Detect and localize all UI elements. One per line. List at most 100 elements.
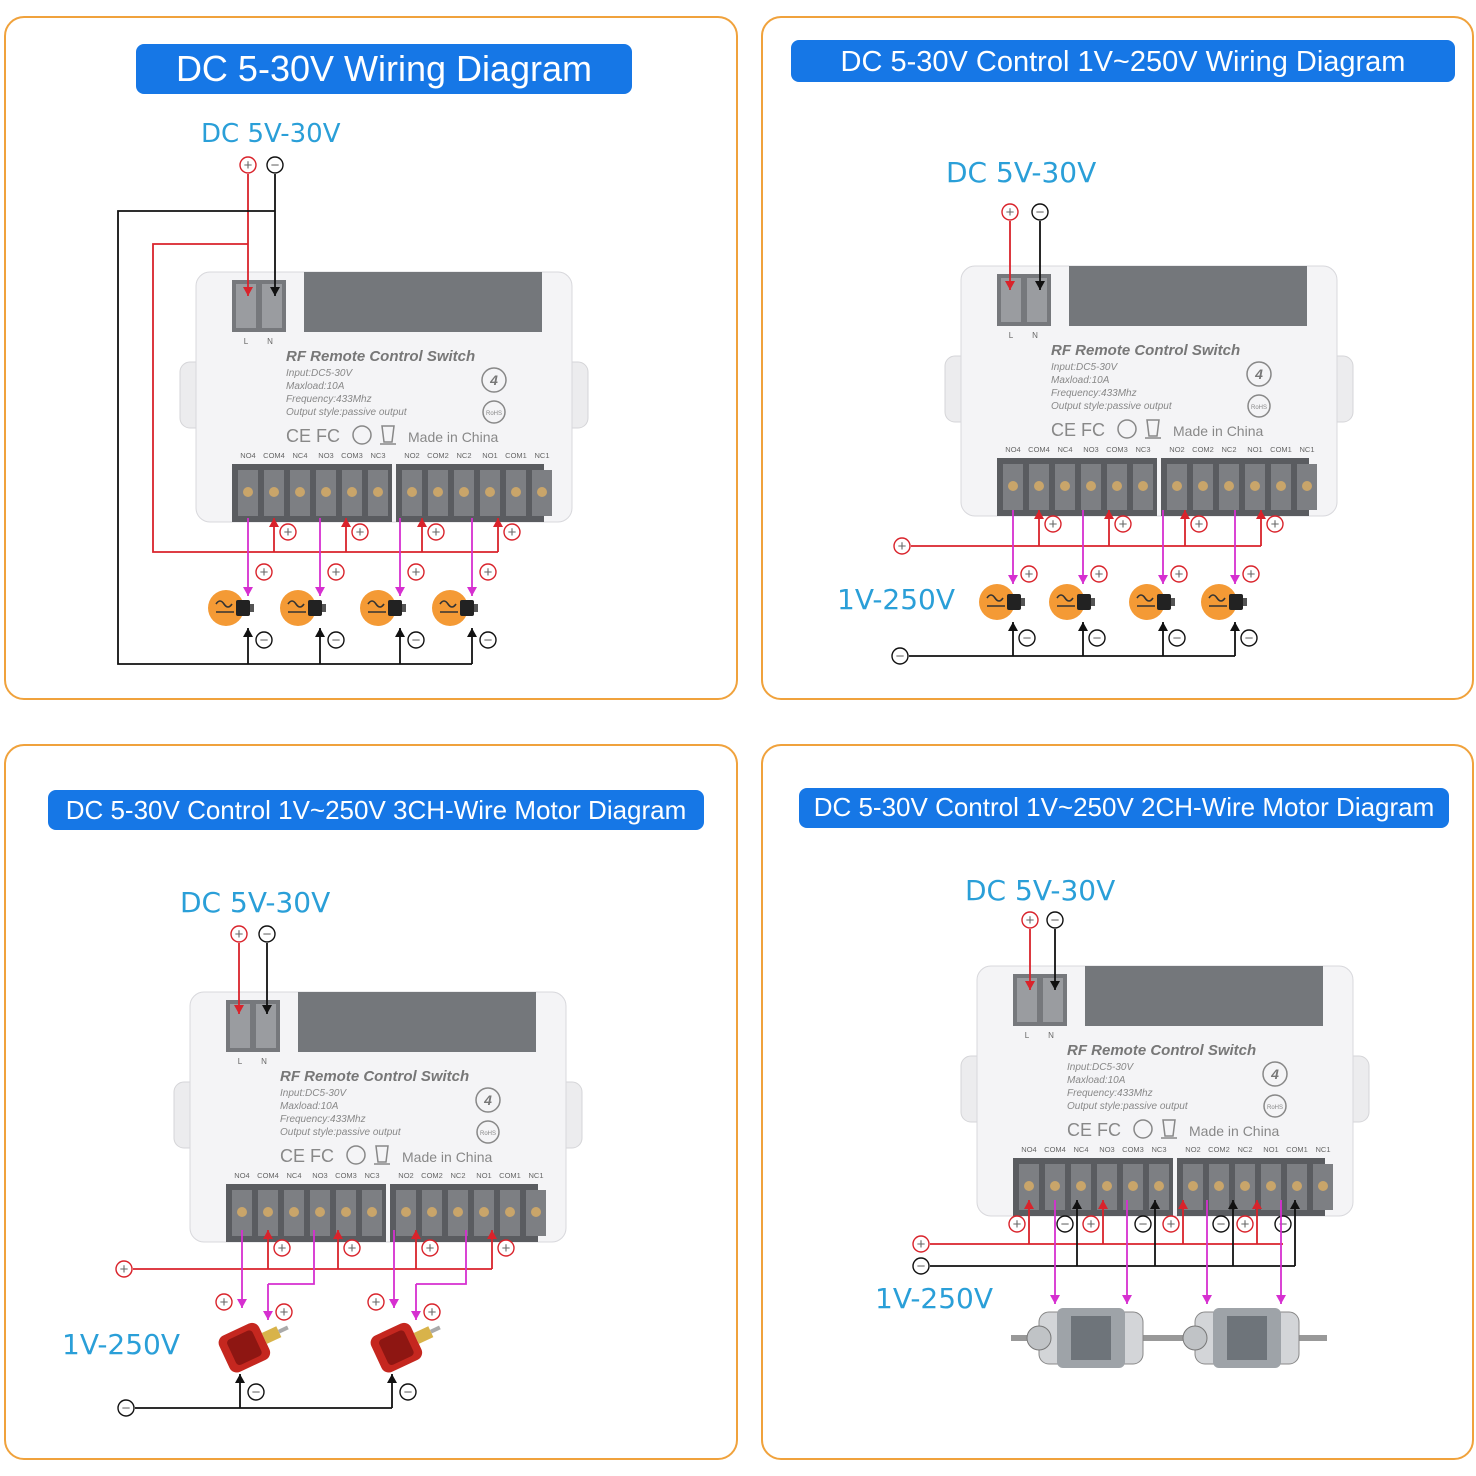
- com-feed-wire-head: [1180, 510, 1190, 519]
- bulb-glass: [432, 590, 468, 626]
- symbol-glyph: +: [280, 1304, 289, 1321]
- terminal-screw: [531, 1207, 541, 1217]
- terminal-label: NC2: [456, 451, 471, 460]
- bulb-socket: [1229, 594, 1243, 610]
- symbol-glyph: −: [1093, 630, 1102, 647]
- supply-negative-wire-head: [1035, 281, 1045, 290]
- load-return-wire-head: [395, 628, 405, 637]
- symbol-ring: [1018, 629, 1036, 647]
- plus-symbol: +: [1008, 1215, 1026, 1233]
- power-terminal-slot: [262, 284, 282, 328]
- bulb-socket: [388, 600, 402, 616]
- symbol-ring: [367, 1293, 385, 1311]
- terminal-label: NO4: [240, 451, 255, 460]
- symbol-glyph: +: [1025, 566, 1034, 583]
- terminal-label: NO1: [1247, 445, 1262, 454]
- recycle-icon: [1117, 419, 1137, 439]
- symbol-ring: [230, 925, 248, 943]
- com-feed-wire-head: [1104, 510, 1114, 519]
- panel-4-title: DC 5-30V Control 1V~250V 2CH-Wire Motor …: [814, 792, 1435, 822]
- module-spec: Maxload:10A: [1067, 1075, 1126, 1086]
- symbol-ring: [497, 1239, 515, 1257]
- symbol-glyph: −: [1245, 630, 1254, 647]
- symbol-ring: [1020, 565, 1038, 583]
- terminal-label: COM2: [427, 451, 449, 460]
- recycle-icon: [1133, 1119, 1153, 1139]
- symbol-glyph: +: [1247, 566, 1256, 583]
- terminal-screw: [505, 1207, 515, 1217]
- bulb-contact: [1243, 598, 1247, 606]
- symbol-glyph: +: [220, 1294, 229, 1311]
- symbol-glyph: +: [1049, 516, 1058, 533]
- load-return-wire-head: [1158, 622, 1168, 631]
- bulb-contact: [474, 604, 478, 612]
- symbol-glyph: +: [508, 524, 517, 541]
- terminal-screw: [1102, 1181, 1112, 1191]
- rohs-badge: [1247, 394, 1271, 418]
- symbol-ring: [117, 1399, 135, 1417]
- symbol-ring: [1170, 565, 1188, 583]
- plus-symbol: +: [1236, 1215, 1254, 1233]
- plus-symbol: +: [1170, 565, 1188, 583]
- panel-4-load-label: 1V-250V: [875, 1282, 993, 1315]
- load-return-wire-head: [243, 628, 253, 637]
- symbol-ring: [279, 523, 297, 541]
- panel-4-diagram: DC 5-30V Control 1V~250V 2CH-Wire Motor …: [799, 788, 1449, 1368]
- terminal-label: NC4: [292, 451, 307, 460]
- motor-return-wire-head: [235, 1374, 245, 1383]
- certification-marks: CE FC: [1051, 420, 1105, 440]
- panel-1-title: DC 5-30V Wiring Diagram: [176, 48, 592, 89]
- symbol-ring: [343, 1239, 361, 1257]
- symbol-ring: [1056, 1215, 1074, 1233]
- terminal-label: NC4: [286, 1171, 301, 1180]
- channel-count-badge: [475, 1087, 501, 1113]
- made-in-text: Made in China: [402, 1149, 492, 1165]
- symbol-ring: [351, 523, 369, 541]
- panel-3-diagram: DC 5-30V Control 1V~250V 3CH-Wire Motor …: [48, 790, 704, 1417]
- minus-symbol: −: [1088, 629, 1106, 647]
- symbol-ring: [407, 563, 425, 581]
- terminal-screw: [1266, 1181, 1276, 1191]
- symbol-ring: [115, 1260, 133, 1278]
- symbol-ring: [1162, 1215, 1180, 1233]
- panel-3-supply-label: DC 5V-30V: [180, 886, 330, 919]
- symbol-ring: [1266, 515, 1284, 533]
- minus-symbol: −: [912, 1257, 930, 1275]
- symbol-glyph: +: [426, 1240, 435, 1257]
- panel-3ch-motor: DC 5-30V Control 1V~250V 3CH-Wire Motor …: [4, 744, 738, 1460]
- plus-symbol: +: [230, 925, 248, 943]
- bulb-contact: [1171, 598, 1175, 606]
- module-spec: Maxload:10A: [280, 1101, 339, 1112]
- minus-symbol: −: [1212, 1215, 1230, 1233]
- bulb-glass: [1049, 584, 1085, 620]
- terminal-screw: [1250, 481, 1260, 491]
- com-feed-wire-head: [263, 1230, 273, 1239]
- plus-symbol: +: [1082, 1215, 1100, 1233]
- rohs-badge: [1263, 1094, 1287, 1118]
- bulb-contact: [1091, 598, 1095, 606]
- motor-shaft-collar: [261, 1326, 282, 1344]
- terminal-label: NC2: [1237, 1145, 1252, 1154]
- motor-rotor: [1071, 1316, 1111, 1360]
- panel-2-diagram: DC 5-30V Control 1V~250V Wiring Diagram …: [791, 40, 1455, 665]
- positive-feed-wire-head: [1024, 1200, 1034, 1209]
- motor-output-wire-head: [1276, 1295, 1286, 1304]
- symbol-ring: [247, 1383, 265, 1401]
- module-spec: Frequency:433Mhz: [1051, 388, 1137, 399]
- negative-feed-wire-head: [1290, 1200, 1300, 1209]
- panel-2-load-label: 1V-250V: [837, 583, 955, 616]
- plus-symbol: +: [1266, 515, 1284, 533]
- supply-negative-wire-head: [262, 1005, 272, 1014]
- symbol-glyph: +: [284, 524, 293, 541]
- symbol-glyph: +: [120, 1261, 129, 1278]
- plus-symbol: +: [1021, 911, 1039, 929]
- terminal-label: NO3: [1099, 1145, 1114, 1154]
- symbol-ring: [1242, 565, 1260, 583]
- symbol-glyph: +: [1167, 1216, 1176, 1233]
- symbol-glyph: +: [1095, 566, 1104, 583]
- symbol-ring: [912, 1235, 930, 1253]
- terminal-label: NC1: [1299, 445, 1314, 454]
- terminal-screw: [1188, 1181, 1198, 1191]
